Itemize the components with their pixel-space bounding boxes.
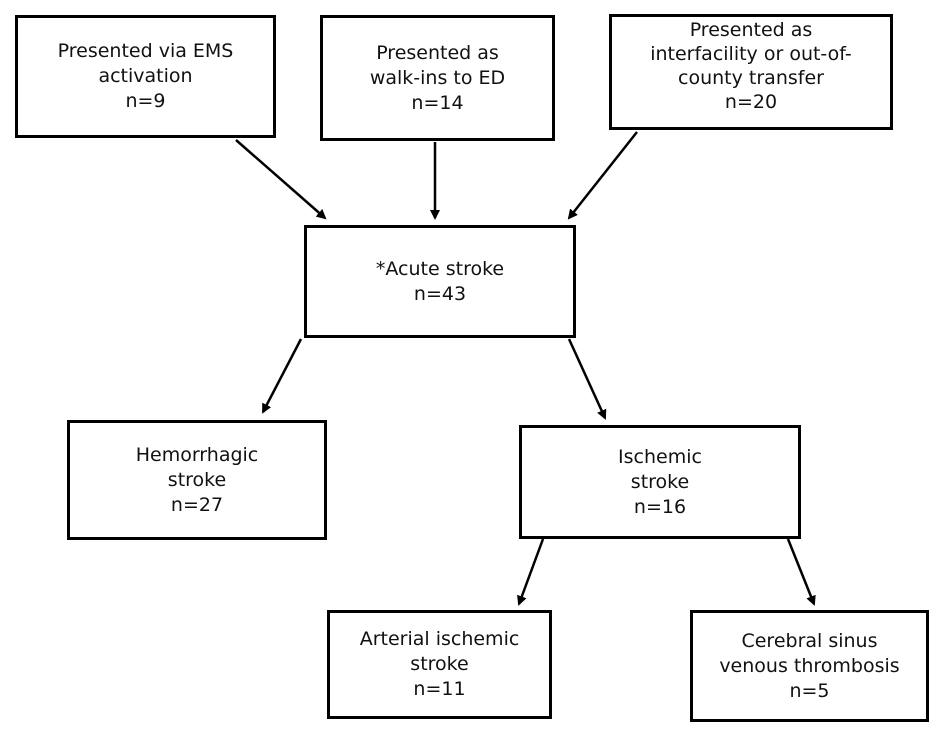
node-transfer-line-2: interfacility or out-of- [650,43,852,65]
node-walkin-line-1: Presented as [376,41,499,64]
arrow-ischemic-to-csvt [786,538,816,606]
node-ischemic-count: n=16 [633,495,687,518]
node-ems-line-2: activation [98,65,193,87]
node-arterial-line-2: stroke [410,653,469,675]
node-ems: Presented via EMS activation n=9 [15,15,276,138]
node-transfer-line-1: Presented as [689,19,813,41]
node-csvt-line-2: venous thrombosis [719,654,900,677]
node-arterial-line-1: Arterial ischemic [359,628,520,650]
arrow-acute-to-ischemic [567,338,607,420]
node-ischemic-line-2: stroke [630,470,690,493]
node-transfer: Presented as interfacility or out-of- co… [609,14,893,130]
node-transfer-line-3: county transfer [678,67,824,89]
node-csvt-line-1: Cerebral sinus [741,629,878,652]
node-transfer-count: n=20 [724,91,778,113]
arrow-transfer-to-acute [567,131,638,220]
node-ischemic-line-1: Ischemic [618,445,702,468]
node-ems-line-1: Presented via EMS [57,40,234,62]
node-hemorrhagic-line-1: Hemorrhagic [135,443,259,466]
arrow-acute-to-hemorrhagic [261,338,303,414]
node-walkin-line-2: walk-ins to ED [369,66,506,89]
node-hemorrhagic-stroke: Hemorrhagic stroke n=27 [67,420,327,540]
node-acute-stroke: *Acute stroke n=43 [304,225,576,338]
node-walkin-count: n=14 [411,91,464,114]
node-csvt-count: n=5 [789,679,830,702]
node-acute-stroke-count: n=43 [413,282,467,305]
node-acute-stroke-line-1: *Acute stroke [375,257,505,280]
node-walkin: Presented as walk-ins to ED n=14 [320,15,555,141]
node-ems-count: n=9 [125,90,166,112]
node-arterial-ischemic-stroke: Arterial ischemic stroke n=11 [327,610,552,719]
arrow-ischemic-to-arterial [517,538,545,606]
node-ischemic-stroke: Ischemic stroke n=16 [519,425,801,539]
node-hemorrhagic-line-2: stroke [167,468,227,491]
node-arterial-count: n=11 [413,678,466,700]
arrow-ems-to-acute [235,139,327,220]
node-hemorrhagic-count: n=27 [170,493,224,516]
node-cerebral-sinus-venous-thrombosis: Cerebral sinus venous thrombosis n=5 [690,610,929,722]
